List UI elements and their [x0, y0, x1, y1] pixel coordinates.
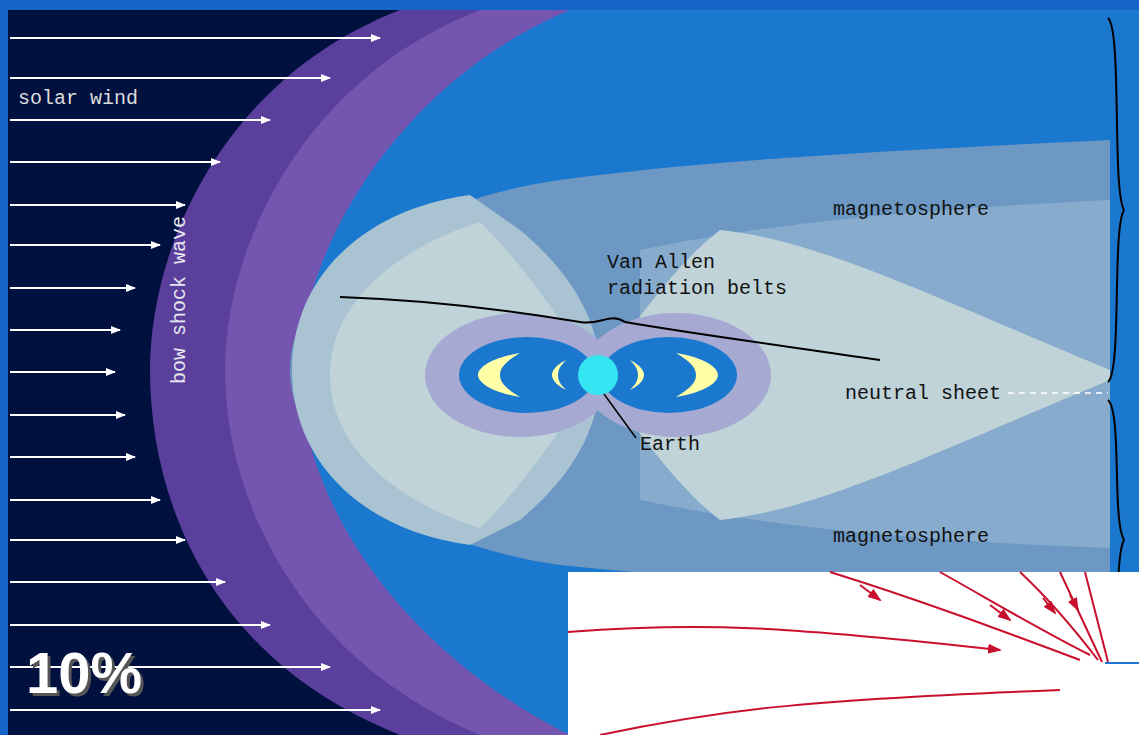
wind-label: solar wind — [18, 86, 138, 112]
percent-label: 10% — [26, 640, 142, 706]
region-label: magnetosphere — [833, 524, 989, 550]
sheet-label: neutral sheet — [845, 381, 1001, 407]
region-label: magnetosphere — [833, 197, 989, 223]
planet-label: Earth — [640, 432, 700, 458]
belt-label: Van Allen radiation belts — [607, 250, 807, 302]
shock-label: bow shock wave — [167, 216, 193, 384]
